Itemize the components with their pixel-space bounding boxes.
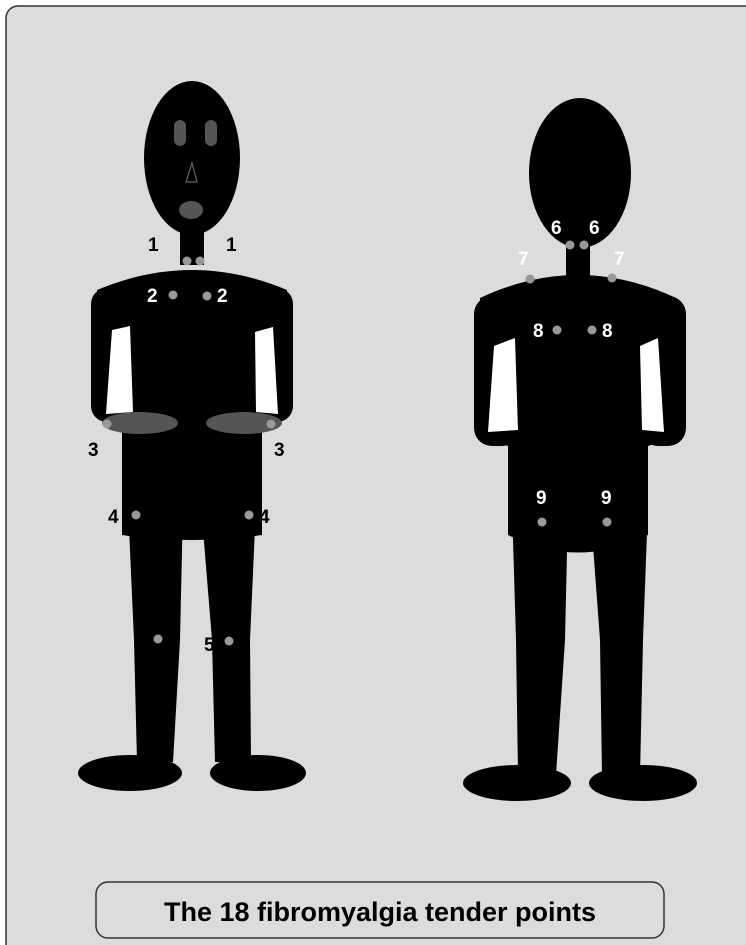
tender-point-2-right: [203, 292, 212, 301]
tender-point-2-left: [169, 291, 178, 300]
back-left-foot: [463, 765, 571, 801]
tender-point-1-right: [196, 257, 205, 266]
back-label-7-left: 7: [518, 249, 529, 270]
tender-point-5-left: [154, 635, 163, 644]
tender-point-9-left: [538, 518, 547, 527]
back-right-foot: [589, 765, 697, 801]
tender-point-1-left: [183, 257, 192, 266]
front-label-4-left: 4: [108, 507, 119, 528]
caption-text: The 18 fibromyalgia tender points: [164, 897, 596, 927]
front-label-4-right: 4: [259, 507, 270, 528]
tender-point-3-right: [267, 420, 276, 429]
tender-point-6-right: [580, 241, 589, 250]
tender-point-8-left: [553, 326, 562, 335]
tender-point-8-right: [588, 326, 597, 335]
back-label-8-left: 8: [533, 321, 544, 342]
front-left-forearm: [102, 412, 178, 434]
front-right-eye: [205, 120, 217, 146]
front-label-1-right: 1: [226, 235, 237, 256]
tender-point-4-right: [245, 511, 254, 520]
tender-point-6-left: [566, 241, 575, 250]
front-label-2-left: 2: [147, 286, 158, 307]
back-label-7-right: 7: [614, 249, 625, 270]
front-mouth: [179, 201, 203, 219]
back-label-9-right: 9: [601, 488, 612, 509]
back-label-6-right: 6: [589, 218, 600, 239]
front-left-foot: [78, 755, 182, 791]
back-label-6-left: 6: [551, 218, 562, 239]
front-left-leg: [128, 505, 183, 762]
front-label-3-right: 3: [274, 440, 285, 461]
front-right-foot: [210, 755, 306, 791]
front-label-5-right: 5: [204, 635, 215, 656]
front-label-5-left: 5: [169, 635, 180, 656]
front-left-eye: [174, 120, 186, 146]
front-label-1-left: 1: [148, 235, 159, 256]
back-head: [529, 98, 631, 248]
front-label-3-left: 3: [88, 440, 99, 461]
back-label-8-right: 8: [602, 321, 613, 342]
tender-point-7-right: [608, 274, 617, 283]
back-label-9-left: 9: [536, 488, 547, 509]
tender-point-3-left: [103, 420, 112, 429]
tender-point-5-right: [225, 637, 234, 646]
tender-point-7-left: [526, 275, 535, 284]
front-label-2-right: 2: [217, 286, 228, 307]
tender-point-4-left: [132, 511, 141, 520]
tender-point-9-right: [603, 518, 612, 527]
